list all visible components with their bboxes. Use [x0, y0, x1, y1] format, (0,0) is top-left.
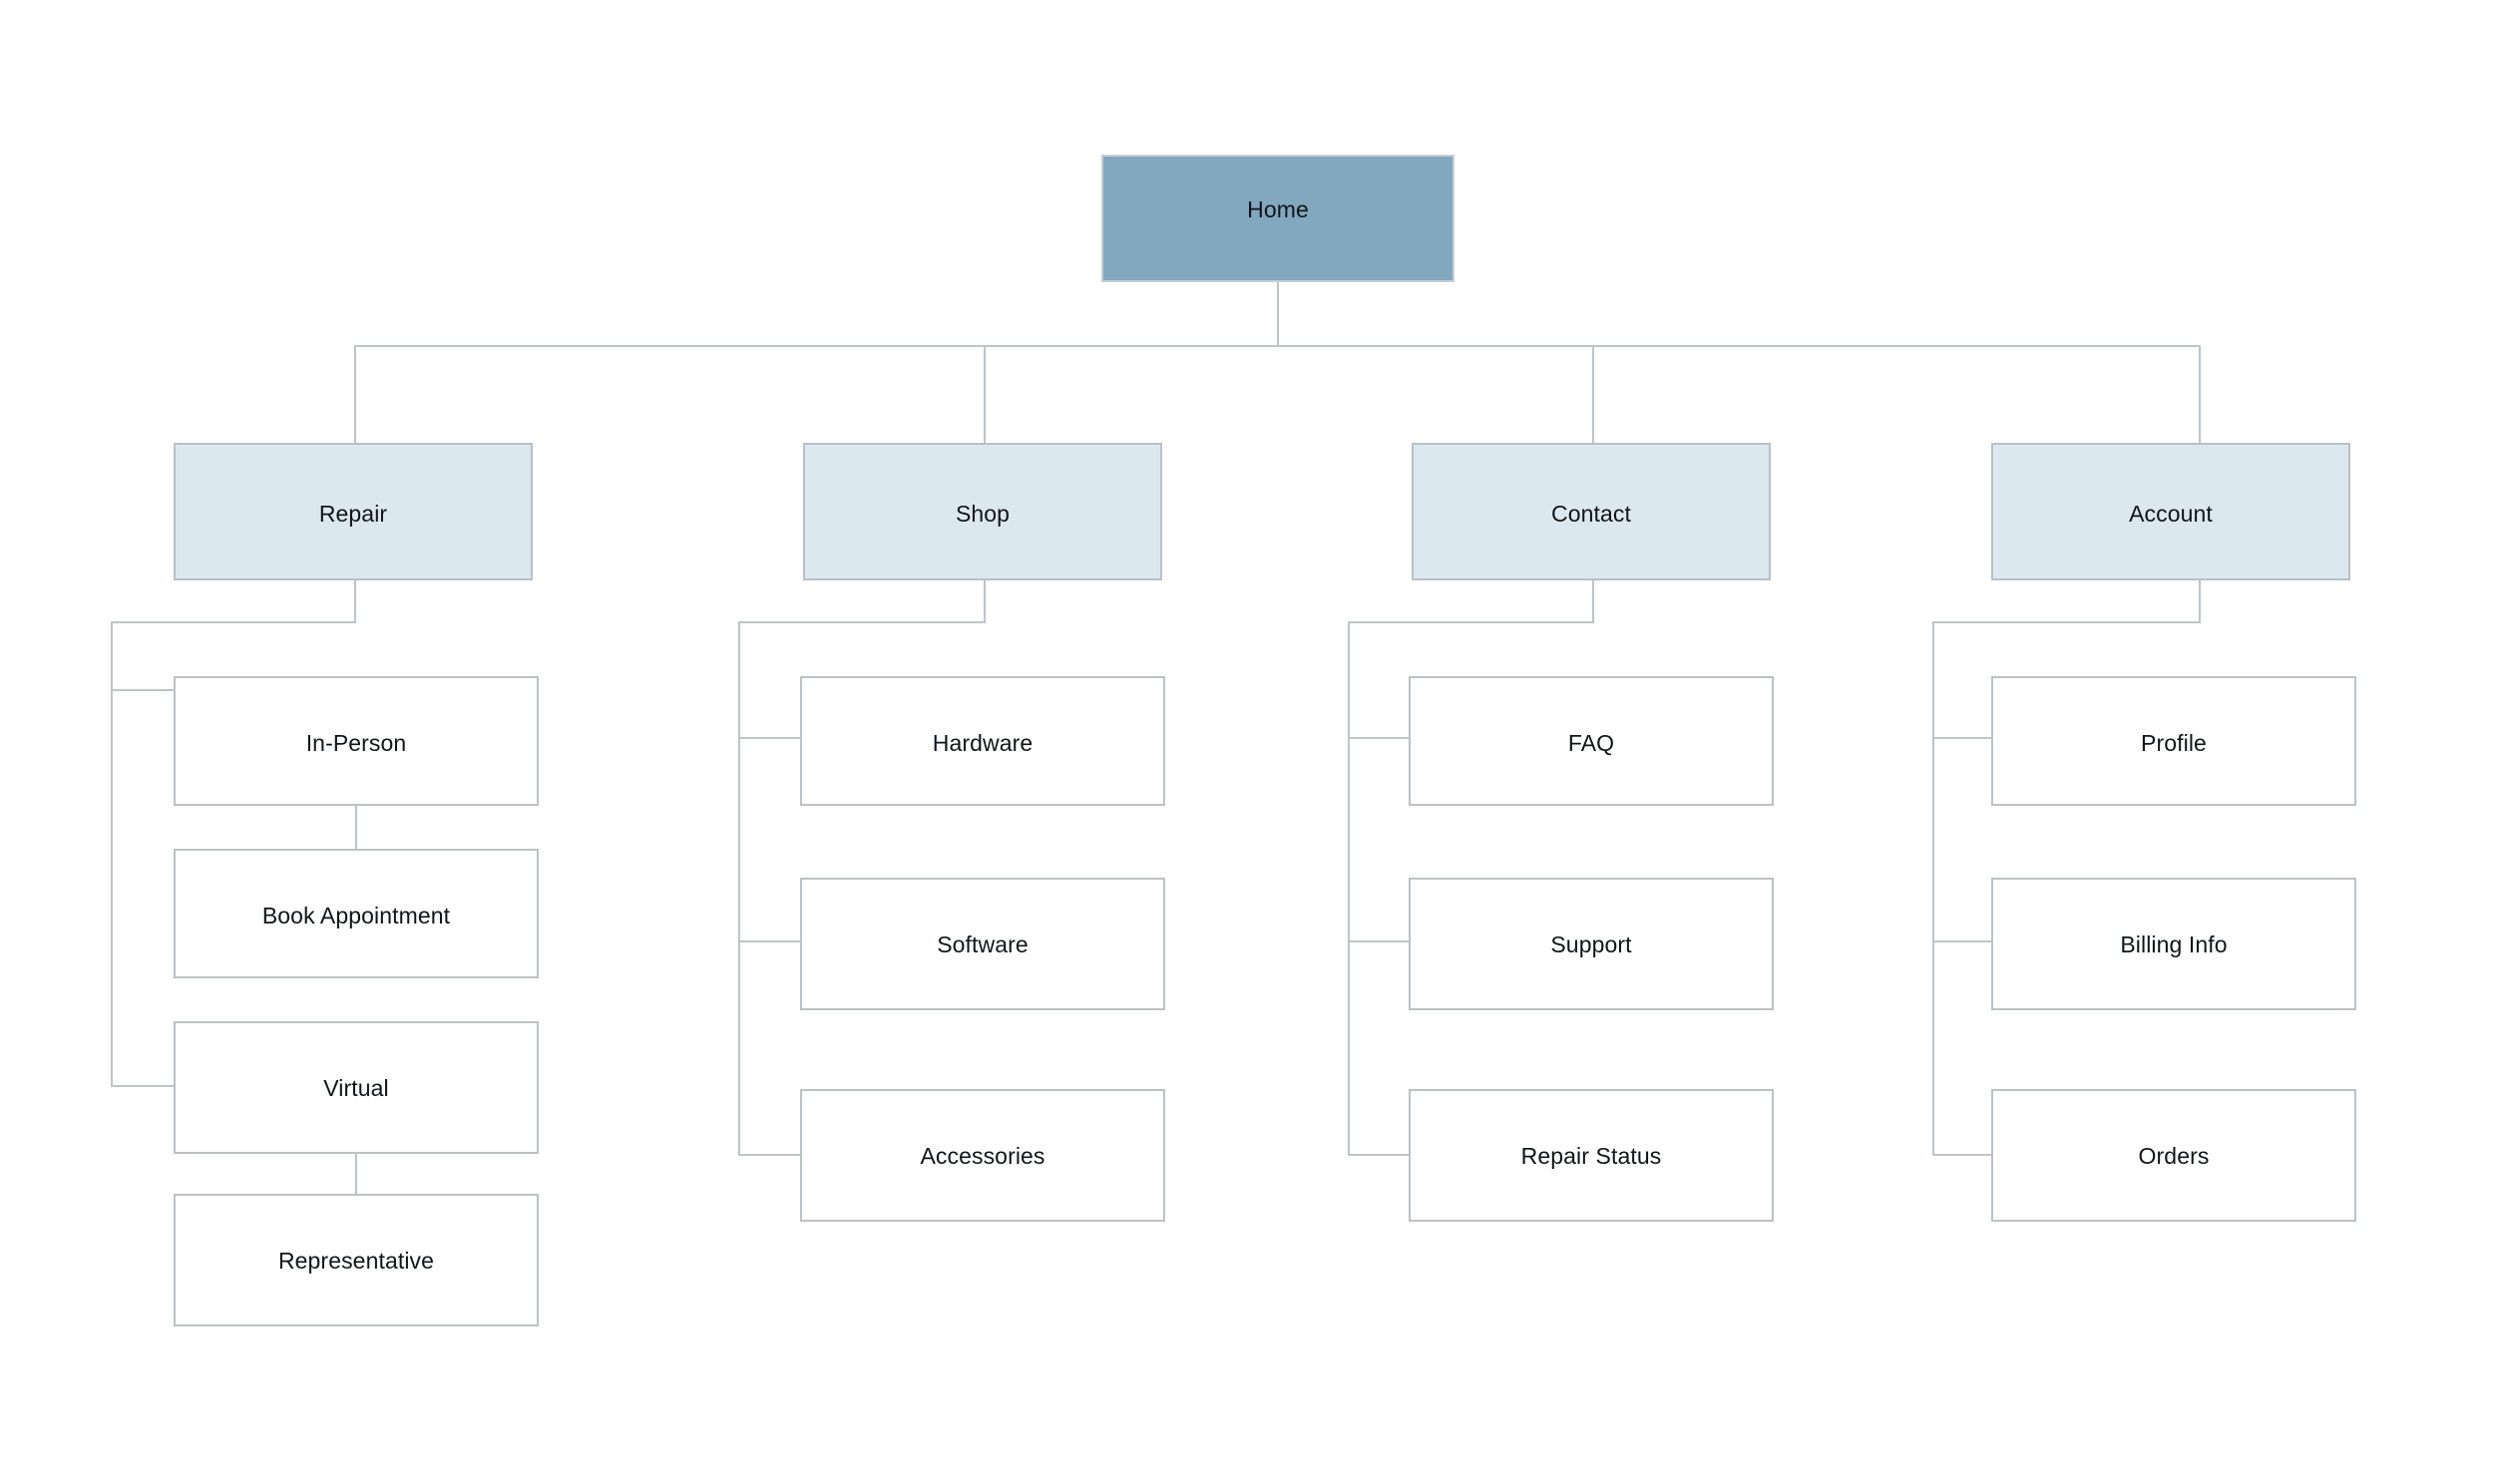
sitemap-node-in-person[interactable]: In-Person: [174, 676, 539, 806]
connector-contact-drop: [1348, 579, 1594, 1156]
sitemap-node-accessories[interactable]: Accessories: [800, 1089, 1165, 1222]
sitemap-node-profile[interactable]: Profile: [1991, 676, 2356, 806]
sitemap-node-repair-status[interactable]: Repair Status: [1409, 1089, 1774, 1222]
sitemap-node-label-virtual: Virtual: [323, 1075, 389, 1101]
sitemap-node-support[interactable]: Support: [1409, 878, 1774, 1010]
sitemap-node-account[interactable]: Account: [1991, 443, 2350, 580]
connector-shop-drop: [738, 579, 986, 1156]
sitemap-node-virtual[interactable]: Virtual: [174, 1021, 539, 1154]
sitemap-node-software[interactable]: Software: [800, 878, 1165, 1010]
sitemap-node-label-shop: Shop: [955, 501, 1011, 527]
sitemap-node-repair[interactable]: Repair: [174, 443, 533, 580]
sitemap-node-contact[interactable]: Contact: [1412, 443, 1771, 580]
sitemap-node-label-home: Home: [1247, 196, 1309, 222]
sitemap-node-home[interactable]: Home: [1101, 155, 1455, 282]
sitemap-node-label-accessories: Accessories: [920, 1143, 1045, 1169]
sitemap-node-label-profile: Profile: [2141, 730, 2207, 756]
sitemap-node-label-representative: Representative: [277, 1248, 435, 1274]
sitemap-node-label-software: Software: [937, 931, 1029, 957]
sitemap-node-label-contact: Contact: [1551, 501, 1631, 527]
sitemap-node-billing-info[interactable]: Billing Info: [1991, 878, 2356, 1010]
sitemap-node-label-support: Support: [1550, 931, 1632, 957]
sitemap-node-hardware[interactable]: Hardware: [800, 676, 1165, 806]
sitemap-node-label-billing-info: Billing Info: [2120, 931, 2228, 957]
sitemap-node-faq[interactable]: FAQ: [1409, 676, 1774, 806]
sitemap-node-label-repair-status: Repair Status: [1520, 1143, 1662, 1169]
sitemap-node-shop[interactable]: Shop: [803, 443, 1162, 580]
sitemap-node-label-faq: FAQ: [1567, 730, 1615, 756]
sitemap-node-book-appt[interactable]: Book Appointment: [174, 849, 539, 978]
sitemap-node-orders[interactable]: Orders: [1991, 1089, 2356, 1222]
connector-repair-drop: [111, 579, 356, 1087]
sitemap-node-representative[interactable]: Representative: [174, 1194, 539, 1326]
sitemap-node-label-in-person: In-Person: [305, 730, 407, 756]
sitemap-node-label-repair: Repair: [318, 501, 388, 527]
sitemap-node-label-book-appt: Book Appointment: [261, 903, 451, 928]
sitemap-node-label-hardware: Hardware: [932, 730, 1034, 756]
sitemap-node-label-orders: Orders: [2138, 1143, 2210, 1169]
sitemap-node-label-account: Account: [2129, 501, 2213, 527]
connector-account-drop: [1932, 579, 2201, 1156]
